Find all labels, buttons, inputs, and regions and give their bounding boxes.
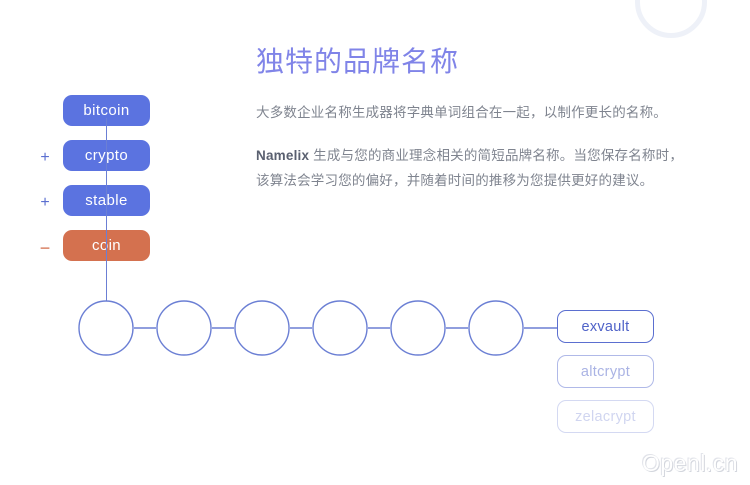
page-title: 独特的品牌名称 [256, 46, 460, 77]
keyword-row: + stable [0, 185, 240, 230]
operator-plus-icon[interactable]: + [40, 194, 50, 211]
suggestion-list: exvault altcrypt zelacrypt [557, 310, 654, 445]
node-chain-graphic [78, 300, 563, 356]
suggestion-pill-exvault[interactable]: exvault [557, 310, 654, 343]
copy-block: 独特的品牌名称 大多数企业名称生成器将字典单词组合在一起，以制作更长的名称。 N… [256, 44, 696, 193]
decorative-circle-icon [635, 0, 707, 38]
suggestion-pill-zelacrypt[interactable]: zelacrypt [557, 400, 654, 433]
description-paragraph-2: Namelix 生成与您的商业理念相关的简短品牌名称。当您保存名称时，该算法会学… [256, 143, 696, 193]
brand-name: Namelix [256, 148, 310, 163]
operator-minus-icon[interactable]: − [39, 238, 51, 258]
suggestion-pill-altcrypt[interactable]: altcrypt [557, 355, 654, 388]
keyword-stack: bitcoin + crypto + stable − coin [0, 95, 240, 275]
operator-plus-icon[interactable]: + [40, 149, 50, 166]
keyword-row: − coin [0, 230, 240, 275]
keyword-connector-line [106, 118, 108, 314]
keyword-row: + crypto [0, 140, 240, 185]
keyword-row: bitcoin [0, 95, 240, 140]
node-chain [78, 300, 563, 356]
description-paragraph-1: 大多数企业名称生成器将字典单词组合在一起，以制作更长的名称。 [256, 105, 667, 120]
description-paragraph-2-text: 生成与您的商业理念相关的简短品牌名称。当您保存名称时，该算法会学习您的偏好，并随… [256, 148, 684, 188]
watermark: Openl.cn [641, 450, 738, 476]
